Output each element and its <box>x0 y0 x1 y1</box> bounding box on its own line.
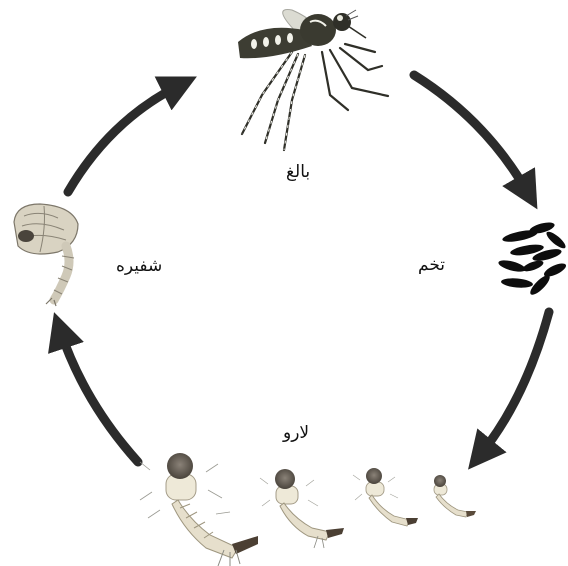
eggs-icon <box>497 220 567 297</box>
arrow-larva-to-pupa <box>60 330 138 462</box>
larva-icon <box>140 453 476 566</box>
arrow-pupa-to-adult <box>68 85 180 192</box>
stage-label-adult: بالغ <box>286 162 310 182</box>
pupa-icon <box>14 204 78 306</box>
stage-label-egg: تخم <box>418 255 445 275</box>
larva-medium <box>260 469 344 548</box>
stage-label-larva: لارو <box>283 423 309 443</box>
larva-small <box>353 468 418 526</box>
stage-label-pupa: شفیره <box>116 256 162 276</box>
arrow-adult-to-egg <box>414 75 528 193</box>
larva-tiny <box>434 475 476 517</box>
arrow-egg-to-larva <box>480 312 549 455</box>
larva-large <box>140 453 258 566</box>
mosquito-icon <box>238 10 388 150</box>
